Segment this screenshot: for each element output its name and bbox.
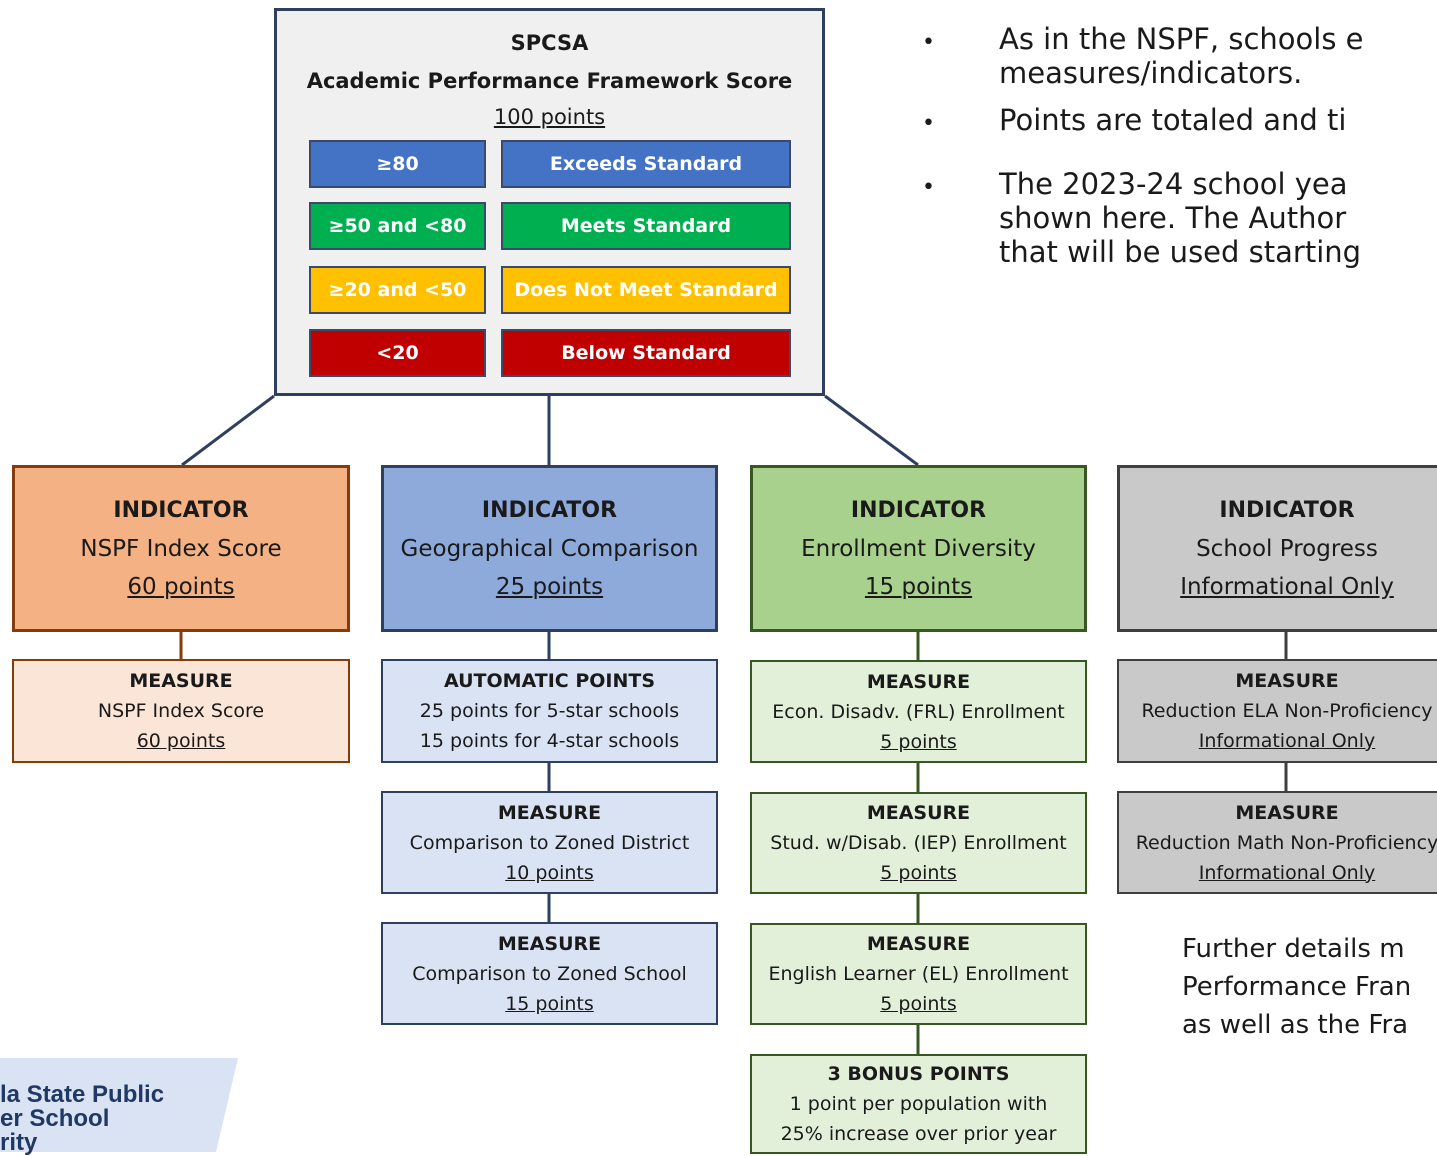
logo-band [0,1058,238,1152]
indicator-heading: INDICATOR [850,497,987,523]
bullet-3-line3: that will be used starting [999,235,1362,269]
indicator-nspf-index-score: INDICATOR NSPF Index Score 60 points [12,465,350,632]
footer-line2: Performance Fran [1182,972,1412,1002]
indicator-points: 60 points [127,573,235,600]
measure-heading: MEASURE [1235,670,1339,692]
indicator-points: 25 points [495,573,604,600]
rating-range-exceeds: ≥80 [309,140,486,188]
rating-range-below: <20 [309,329,486,377]
indicator-geographical-comparison: INDICATOR Geographical Comparison 25 poi… [381,465,718,632]
measure-comparison-zoned-district: MEASURE Comparison to Zoned District 10 … [381,791,718,894]
indicator-school-progress: INDICATOR School Progress Informational … [1117,465,1437,632]
measure-name: Comparison to Zoned District [409,831,690,854]
bullet-3: • [922,167,935,205]
measure-line2: 25% increase over prior year [780,1123,1057,1145]
indicator-points: 15 points [864,573,973,600]
measure-line2: 15 points for 4-star schools [419,730,680,752]
bullet-3-line2: shown here. The Author [999,201,1347,235]
measure-automatic-points: AUTOMATIC POINTS 25 points for 5-star sc… [381,659,718,763]
framework-subtitle: Academic Performance Framework Score [306,69,793,93]
rating-label-below: Below Standard [501,329,791,377]
measure-comparison-zoned-school: MEASURE Comparison to Zoned School 15 po… [381,922,718,1025]
measure-name: Reduction ELA Non-Proficiency [1141,700,1433,722]
measure-heading: AUTOMATIC POINTS [443,670,656,692]
bullet-dot-icon: • [922,30,935,55]
measure-points: 5 points [880,862,957,884]
measure-iep-enrollment: MEASURE Stud. w/Disab. (IEP) Enrollment … [750,792,1087,894]
measure-heading: MEASURE [129,670,233,692]
rating-range-does-not-meet: ≥20 and <50 [309,266,486,314]
rating-label-does-not-meet: Does Not Meet Standard [501,266,791,314]
measure-points: Informational Only [1198,730,1376,752]
measure-line1: 25 points for 5-star schools [419,700,680,722]
indicator-heading: INDICATOR [481,497,618,523]
rating-label-exceeds: Exceeds Standard [501,140,791,188]
indicator-heading: INDICATOR [1219,497,1355,523]
further-details-text: Further details m Performance Fran as we… [1182,930,1411,1044]
measure-name: Reduction Math Non-Proficiency [1135,831,1437,854]
bullet-1-line2: measures/indicators. [999,56,1303,90]
measure-points: 5 points [880,993,957,1015]
measure-heading: MEASURE [497,932,602,955]
framework-points: 100 points [493,105,606,129]
measure-heading: MEASURE [866,802,971,824]
rating-range-meets: ≥50 and <80 [309,202,486,250]
indicator-name: Enrollment Diversity [801,535,1036,562]
framework-title: SPCSA [510,31,589,55]
measure-heading: MEASURE [866,933,971,955]
measure-reduction-math: MEASURE Reduction Math Non-Proficiency I… [1117,791,1437,894]
measure-heading: MEASURE [1235,801,1339,824]
measure-nspf-index-score: MEASURE NSPF Index Score 60 points [12,659,350,763]
bullet-3-line1: The 2023-24 school yea [999,167,1348,201]
authority-logo-text: la State Public er School rity [0,1083,164,1155]
rating-label-meets: Meets Standard [501,202,791,250]
measure-frl-enrollment: MEASURE Econ. Disadv. (FRL) Enrollment 5… [750,660,1087,763]
indicator-name: NSPF Index Score [80,535,282,562]
logo-line1: la State Public [0,1081,165,1108]
indicator-heading: INDICATOR [113,497,249,523]
measure-points: 15 points [505,992,594,1015]
logo-line3: rity [0,1129,38,1156]
measure-name: Stud. w/Disab. (IEP) Enrollment [770,832,1067,854]
bullet-2-line1: Points are totaled and ti [999,103,1347,137]
footer-line1: Further details m [1182,934,1405,964]
bullet-dot-icon: • [922,175,935,200]
measure-line1: 1 point per population with [789,1093,1048,1115]
indicator-name: School Progress [1196,535,1378,562]
bullet-1-line1: As in the NSPF, schools e [999,22,1364,56]
measure-points: 10 points [505,861,594,884]
measure-name: NSPF Index Score [97,700,265,722]
indicator-points: Informational Only [1180,573,1394,600]
bullet-dot-icon: • [922,111,935,136]
measure-points: Informational Only [1198,861,1376,884]
measure-bonus-points: 3 BONUS POINTS 1 point per population wi… [750,1054,1087,1154]
measure-name: Comparison to Zoned School [412,962,687,985]
measure-points: 5 points [880,730,957,753]
indicator-enrollment-diversity: INDICATOR Enrollment Diversity 15 points [750,465,1087,632]
measure-reduction-ela: MEASURE Reduction ELA Non-Proficiency In… [1117,659,1437,763]
logo-line2: er School [0,1105,110,1132]
measure-name: Econ. Disadv. (FRL) Enrollment [772,700,1065,723]
footer-line3: as well as the Fra [1182,1010,1409,1040]
measure-heading: 3 BONUS POINTS [827,1063,1010,1085]
bullet-1: • [922,22,935,60]
measure-name: English Learner (EL) Enrollment [768,963,1069,985]
measure-el-enrollment: MEASURE English Learner (EL) Enrollment … [750,923,1087,1025]
indicator-name: Geographical Comparison [400,535,699,562]
measure-heading: MEASURE [866,670,971,693]
measure-heading: MEASURE [497,801,602,824]
bullet-2: • [922,103,935,141]
measure-points: 60 points [136,730,226,752]
